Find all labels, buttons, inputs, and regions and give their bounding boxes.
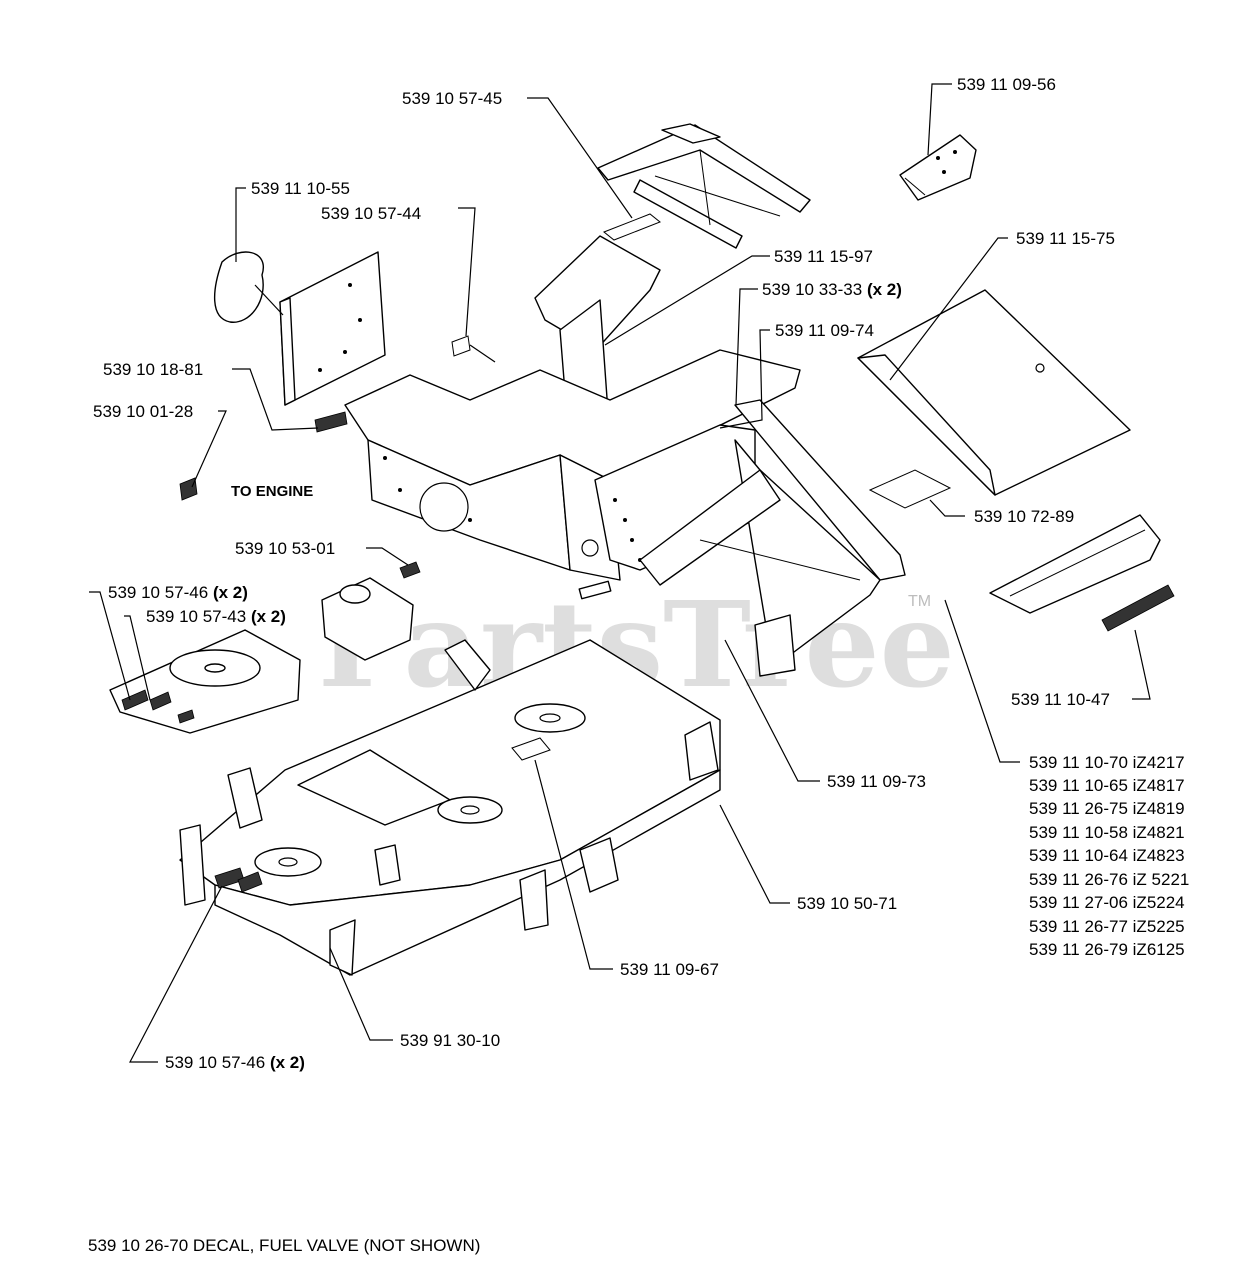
label-57-44: 539 10 57-44 <box>321 204 421 223</box>
side-rail-part <box>989 514 1161 614</box>
label-57-46-top: 539 10 57-46 (x 2) <box>108 583 248 602</box>
label-09-67: 539 11 09-67 <box>620 960 719 979</box>
model-list-item: 539 11 26-77 iZ5225 <box>1029 917 1185 936</box>
label-09-56: 539 11 09-56 <box>957 75 1056 94</box>
model-list-item: 539 11 10-64 iZ4823 <box>1029 846 1185 865</box>
right-shield-part <box>857 289 1131 509</box>
label-33-33: 539 10 33-33 (x 2) <box>762 280 902 299</box>
rear-frame-bracket <box>597 123 811 249</box>
label-50-71: 539 10 50-71 <box>797 894 897 913</box>
label-57-45: 539 10 57-45 <box>402 89 502 108</box>
brand-decal <box>1101 584 1175 632</box>
main-chassis-frame <box>314 235 906 677</box>
label-57-46-bottom: 539 10 57-46 (x 2) <box>165 1053 305 1072</box>
to-engine-decal <box>179 477 198 501</box>
label-53-01: 539 10 53-01 <box>235 539 335 558</box>
label-01-28: 539 10 01-28 <box>93 402 193 421</box>
fuel-tank-part <box>321 561 421 661</box>
model-list: 539 11 10-70 iZ4217 539 11 10-65 iZ4817 … <box>1029 753 1189 959</box>
label-10-47: 539 11 10-47 <box>1011 690 1110 709</box>
right-bracket-part <box>899 134 977 201</box>
leader-lines <box>89 83 1151 1063</box>
decal-57-44 <box>451 335 471 357</box>
mower-deck <box>179 639 721 976</box>
model-list-item: 539 11 10-58 iZ4821 <box>1029 823 1185 842</box>
deck-cover-left <box>109 629 301 734</box>
model-list-item: 539 11 26-76 iZ 5221 <box>1029 870 1189 889</box>
watermark-tm: TM <box>908 593 931 610</box>
label-15-97: 539 11 15-97 <box>774 247 873 266</box>
label-10-55: 539 11 10-55 <box>251 179 350 198</box>
model-list-item: 539 11 26-79 iZ6125 <box>1029 940 1185 959</box>
label-to-engine: TO ENGINE <box>231 483 313 500</box>
label-57-43: 539 10 57-43 (x 2) <box>146 607 286 626</box>
label-72-89: 539 10 72-89 <box>974 507 1074 526</box>
label-30-10: 539 91 30-10 <box>400 1031 500 1050</box>
label-18-81: 539 10 18-81 <box>103 360 203 379</box>
model-list-item: 539 11 10-65 iZ4817 <box>1029 776 1185 795</box>
model-list-item: 539 11 10-70 iZ4217 <box>1029 753 1185 772</box>
left-shield-plate <box>213 251 386 406</box>
label-15-75: 539 11 15-75 <box>1016 229 1115 248</box>
label-09-74: 539 11 09-74 <box>775 321 874 340</box>
part-labels: 539 10 57-45 539 11 09-56 539 11 10-55 5… <box>93 75 1115 1072</box>
model-list-item: 539 11 26-75 iZ4819 <box>1029 799 1185 818</box>
footer-note: 539 10 26-70 DECAL, FUEL VALVE (NOT SHOW… <box>88 1236 480 1255</box>
label-09-73: 539 11 09-73 <box>827 772 926 791</box>
model-list-item: 539 11 27-06 iZ5224 <box>1029 893 1185 912</box>
